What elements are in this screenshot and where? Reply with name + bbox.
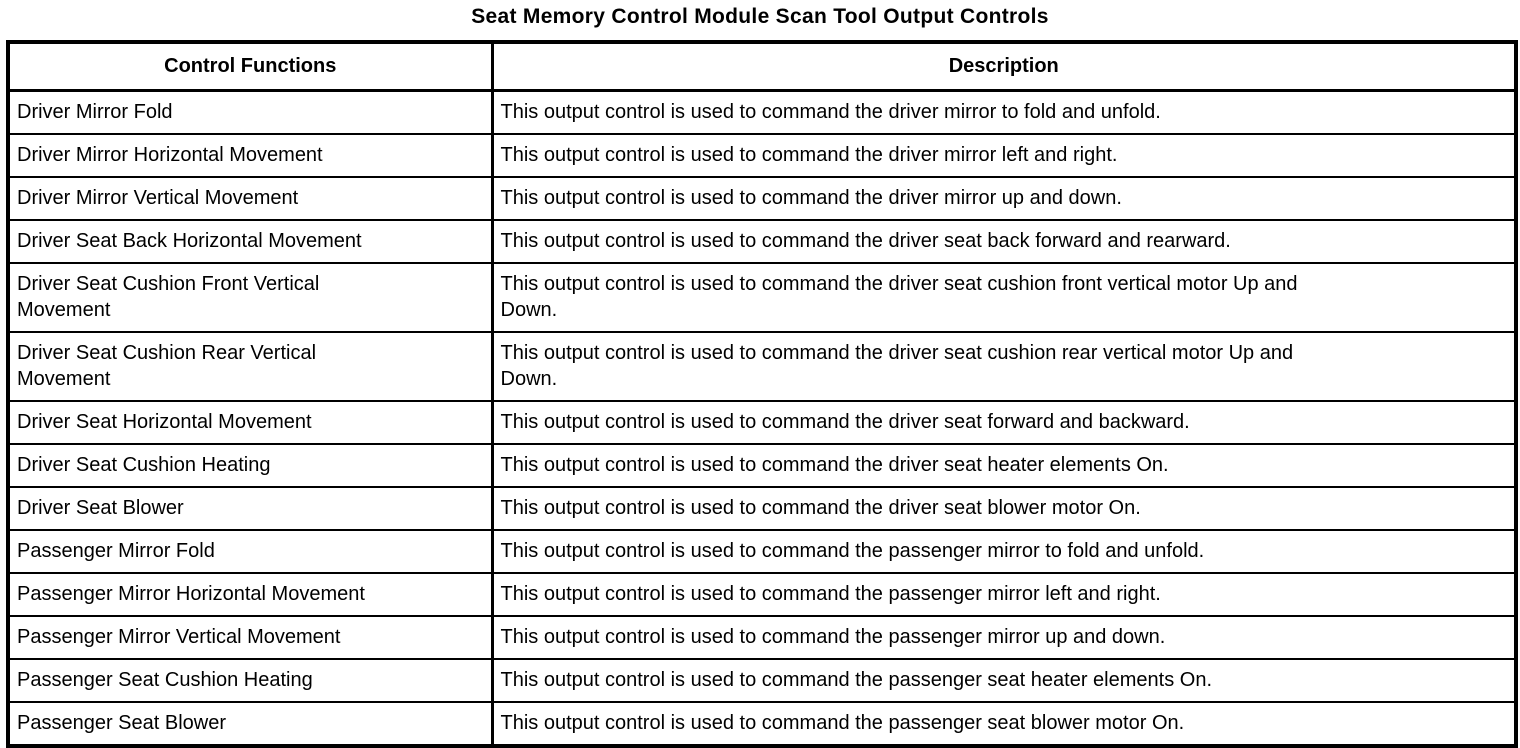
description-cell: This output control is used to command t…	[491, 658, 1517, 703]
description-cell: This output control is used to command t…	[491, 89, 1517, 135]
description-cell: This output control is used to command t…	[491, 572, 1517, 617]
control-function-cell: Passenger Mirror Vertical Movement	[7, 615, 494, 660]
description-cell: This output control is used to command t…	[491, 529, 1517, 574]
description-cell: This output control is used to command t…	[491, 486, 1517, 531]
description-cell: This output control is used to command t…	[491, 331, 1517, 402]
control-function-cell: Driver Seat Cushion Heating	[7, 443, 494, 488]
column-header-control-functions: Control Functions	[7, 41, 494, 92]
description-cell: This output control is used to command t…	[491, 443, 1517, 488]
description-cell: This output control is used to command t…	[491, 400, 1517, 445]
column-header-description: Description	[491, 41, 1517, 92]
description-cell: This output control is used to command t…	[491, 701, 1517, 747]
control-function-cell: Driver Seat Cushion Rear Vertical Moveme…	[7, 331, 494, 402]
output-controls-table: Control Functions Description Driver Mir…	[6, 40, 1518, 748]
table-title: Seat Memory Control Module Scan Tool Out…	[471, 5, 1049, 28]
control-function-cell: Driver Seat Back Horizontal Movement	[7, 219, 494, 264]
control-function-cell: Passenger Seat Cushion Heating	[7, 658, 494, 703]
control-function-cell: Passenger Mirror Fold	[7, 529, 494, 574]
table-row: Driver Seat Cushion Rear Vertical Moveme…	[7, 331, 1517, 402]
table-row: Driver Seat Cushion Front Vertical Movem…	[7, 262, 1517, 333]
control-function-cell: Driver Mirror Vertical Movement	[7, 176, 494, 221]
description-cell: This output control is used to command t…	[491, 615, 1517, 660]
control-function-cell: Driver Mirror Fold	[7, 89, 494, 135]
control-function-cell: Passenger Mirror Horizontal Movement	[7, 572, 494, 617]
description-cell: This output control is used to command t…	[491, 219, 1517, 264]
control-function-cell: Driver Seat Cushion Front Vertical Movem…	[7, 262, 494, 333]
description-cell: This output control is used to command t…	[491, 133, 1517, 178]
control-function-cell: Driver Seat Blower	[7, 486, 494, 531]
control-function-cell: Passenger Seat Blower	[7, 701, 494, 747]
control-function-cell: Driver Mirror Horizontal Movement	[7, 133, 494, 178]
header-row: Control Functions Description	[7, 41, 1517, 92]
description-cell: This output control is used to command t…	[491, 262, 1517, 333]
description-cell: This output control is used to command t…	[491, 176, 1517, 221]
control-function-cell: Driver Seat Horizontal Movement	[7, 400, 494, 445]
